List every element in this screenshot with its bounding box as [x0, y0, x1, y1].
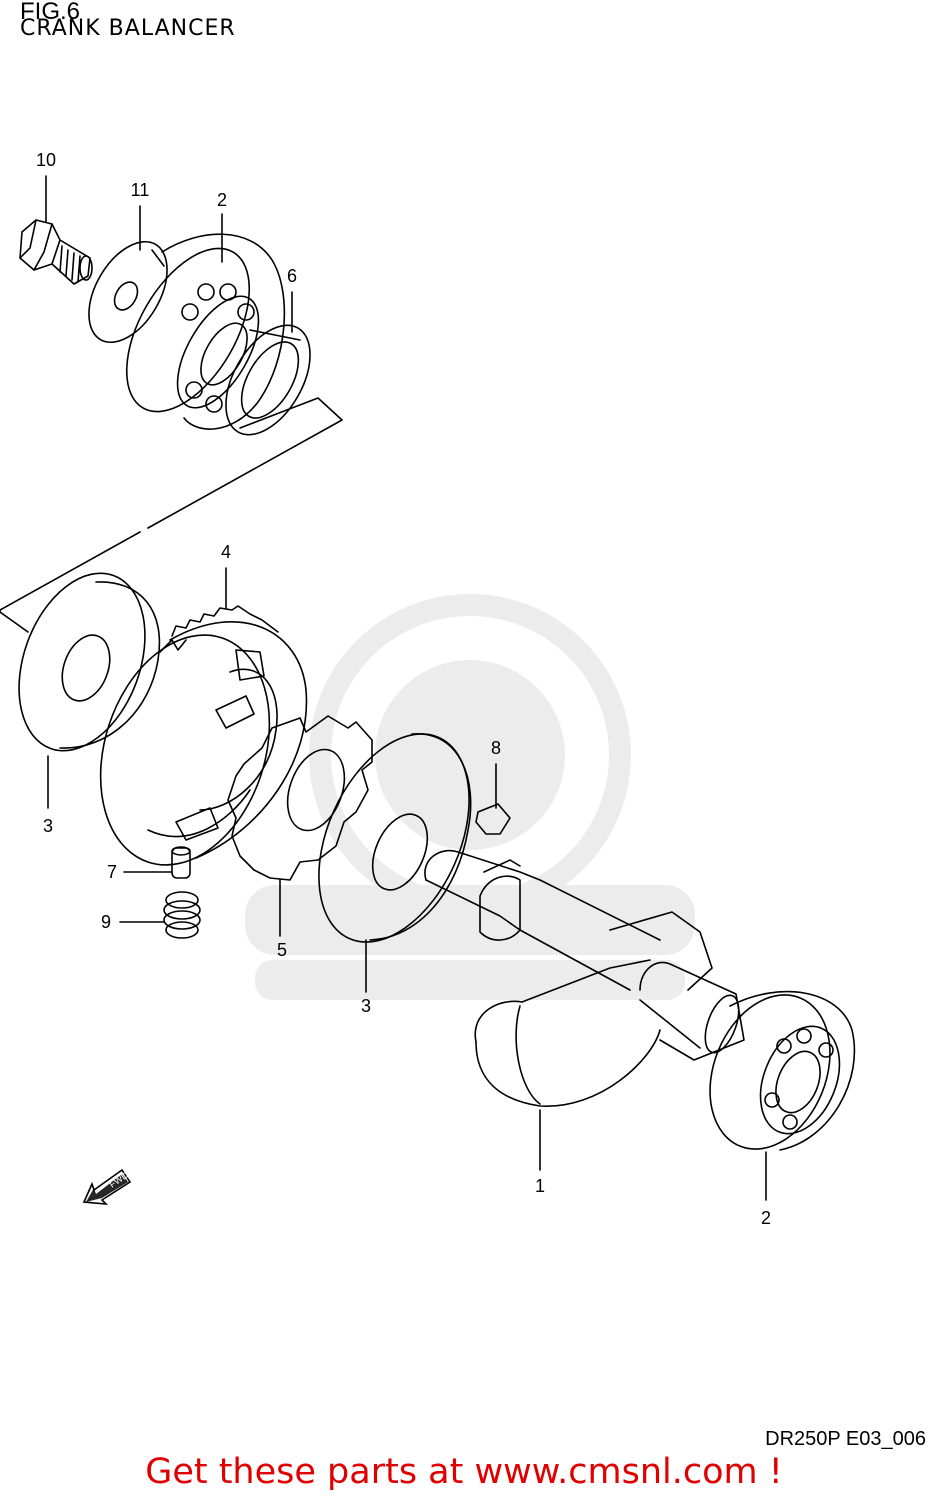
- part-washer-11[interactable]: [73, 228, 183, 355]
- part-gear-4[interactable]: [72, 605, 308, 887]
- part-washer-3-mid[interactable]: [289, 711, 499, 966]
- part-washer-3-left[interactable]: [0, 556, 168, 769]
- part-cam-5[interactable]: [227, 715, 373, 881]
- fwd-arrow-icon: FWD: [82, 1168, 132, 1205]
- part-spring-9[interactable]: [163, 891, 201, 939]
- callout-2-top: 2: [217, 190, 227, 210]
- part-ring-6[interactable]: [209, 311, 328, 449]
- assembly-guide-line-2: [0, 531, 141, 633]
- callout-6: 6: [287, 266, 297, 286]
- callout-8: 8: [491, 738, 501, 758]
- callout-5: 5: [277, 940, 287, 960]
- cta-banner-link[interactable]: Get these parts at www.cmsnl.com !: [145, 1452, 783, 1492]
- callout-11: 11: [131, 180, 150, 200]
- figure-subtitle: CRANK BALANCER: [20, 16, 236, 41]
- callout-3-mid: 3: [361, 996, 371, 1016]
- figure-number: FIG.6: [20, 0, 81, 25]
- part-balancer-shaft-1[interactable]: [424, 849, 746, 1107]
- part-key-8[interactable]: [475, 803, 511, 835]
- cmsnl-watermark-logo: [245, 594, 695, 1000]
- callout-10: 10: [36, 150, 56, 170]
- part-bearing-2-top[interactable]: [101, 228, 286, 432]
- callout-9: 9: [101, 912, 111, 932]
- callout-4: 4: [221, 542, 231, 562]
- diagram-reference-code: DR250P E03_006: [765, 1428, 926, 1450]
- part-pin-7[interactable]: [171, 846, 191, 879]
- callout-3-left: 3: [43, 816, 53, 836]
- callout-2-bottom: 2: [761, 1208, 771, 1228]
- part-bolt-10[interactable]: [19, 219, 93, 285]
- part-bearing-2-bottom[interactable]: [688, 977, 856, 1167]
- callout-1: 1: [535, 1176, 545, 1196]
- assembly-guide-line: [147, 397, 343, 529]
- callout-7: 7: [107, 862, 117, 882]
